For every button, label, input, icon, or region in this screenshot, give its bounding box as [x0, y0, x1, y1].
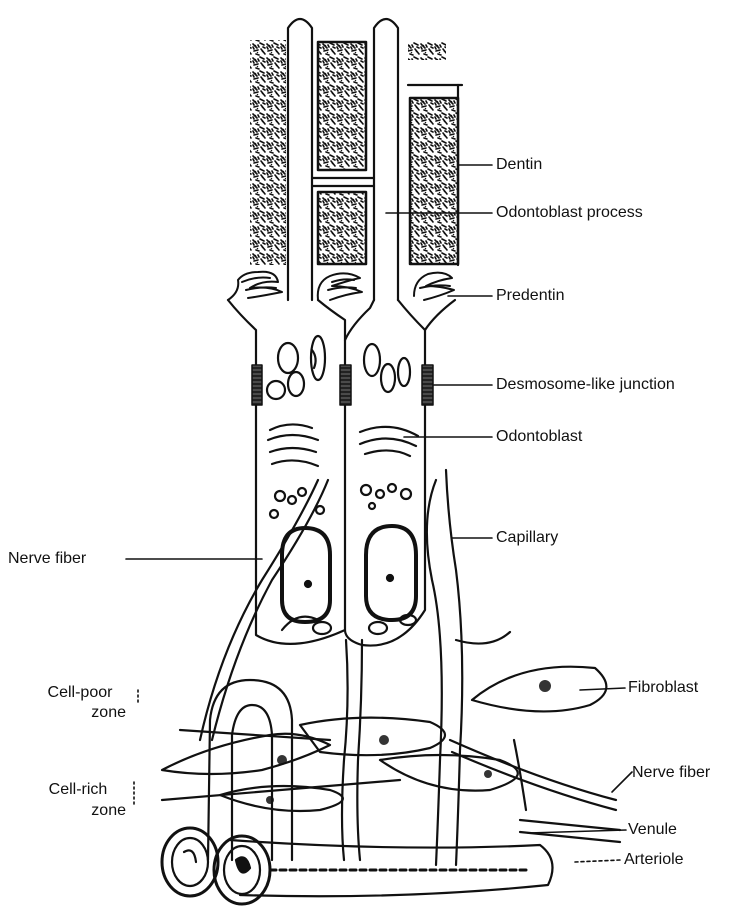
dentin-layer: [250, 40, 462, 265]
label-desmosome-like-junction: Desmosome-like junction: [496, 376, 675, 394]
capillary: [342, 470, 510, 865]
label-cell-rich-zone-line2: zone: [28, 802, 126, 820]
leader-lines: [126, 165, 632, 862]
label-predentin: Predentin: [496, 287, 565, 305]
label-cell-rich-zone-line1: Cell-rich: [28, 781, 128, 799]
label-cell-poor-zone-line2: zone: [30, 704, 126, 722]
label-venule: Venule: [628, 821, 677, 839]
label-cell-poor-zone-line1: Cell-poor: [30, 684, 130, 702]
predentin-layer: [228, 272, 454, 300]
label-nerve-fiber-left: Nerve fiber: [8, 550, 86, 568]
fibroblast-nuclei: [266, 680, 551, 804]
odontoblast-cells: [228, 300, 455, 646]
label-fibroblast: Fibroblast: [628, 679, 698, 697]
label-capillary: Capillary: [496, 529, 558, 547]
label-odontoblast-process: Odontoblast process: [496, 204, 643, 222]
label-odontoblast: Odontoblast: [496, 428, 582, 446]
label-arteriole: Arteriole: [624, 851, 684, 869]
label-nerve-fiber-right: Nerve fiber: [632, 764, 710, 782]
label-dentin: Dentin: [496, 156, 542, 174]
